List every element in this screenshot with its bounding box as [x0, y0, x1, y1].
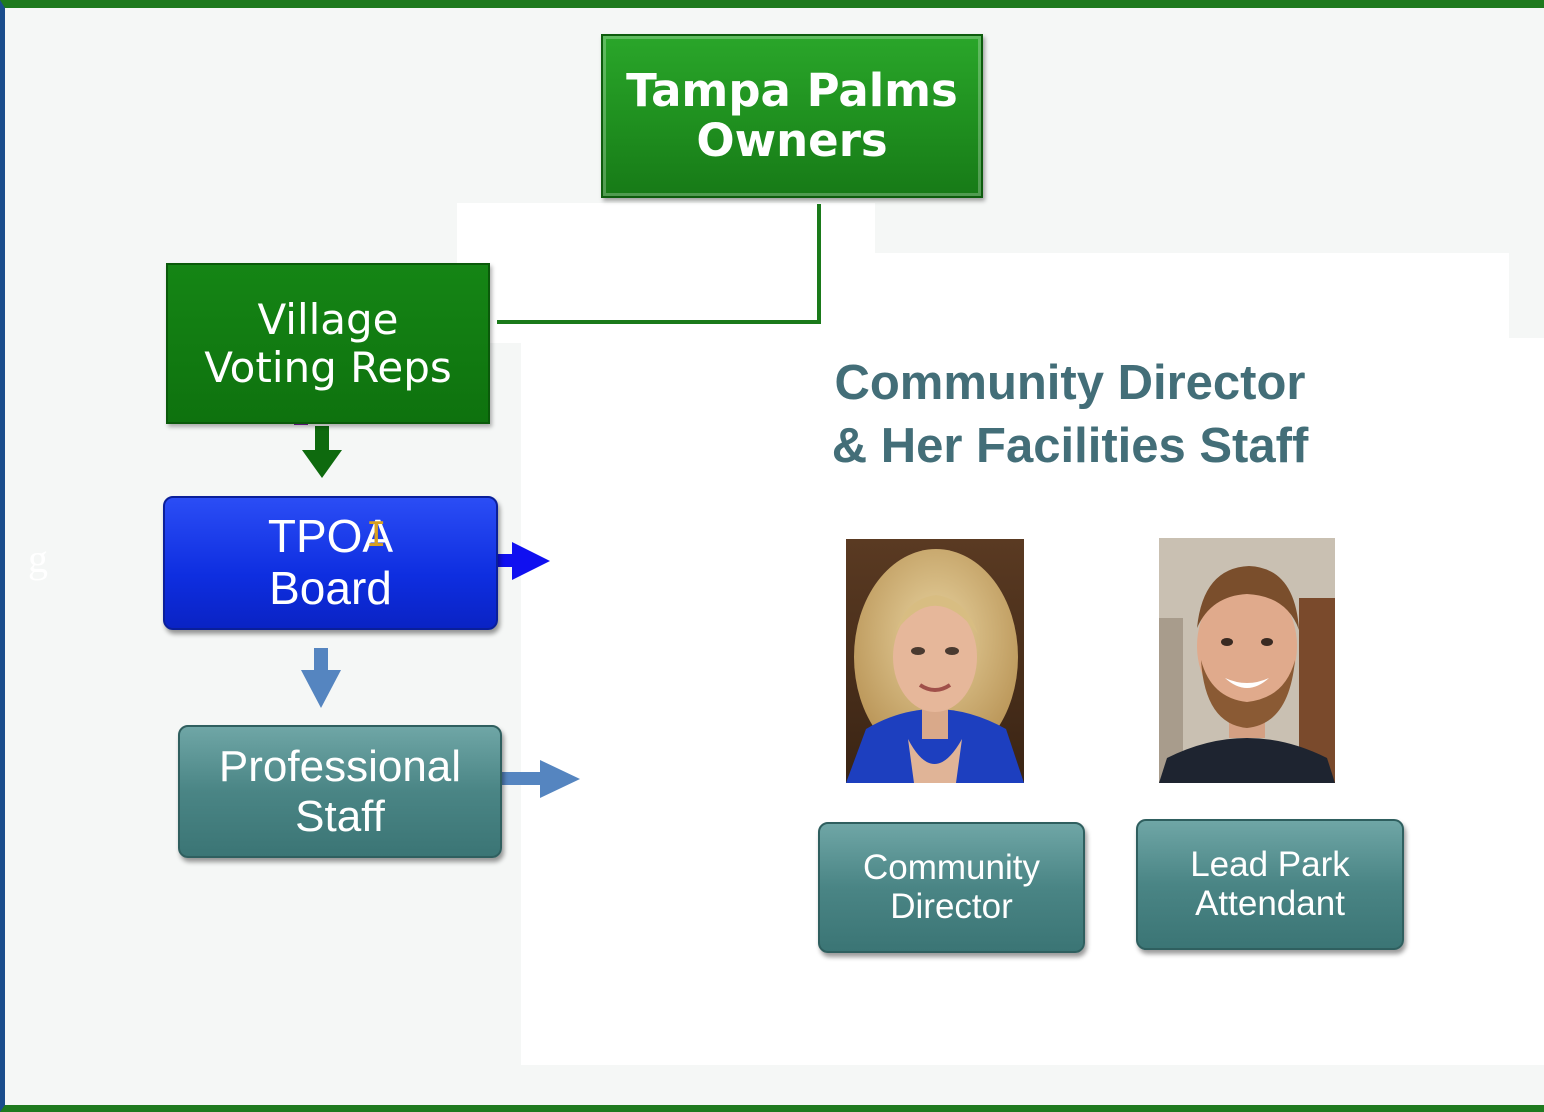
panel-heading: Community Director & Her Facilities Staf… [790, 352, 1350, 478]
board-to-staff-arrow [301, 648, 341, 708]
community-director-box: Community Director [818, 822, 1085, 953]
board-line1: TPOA [267, 510, 394, 563]
role1-line1: Community [863, 848, 1040, 887]
board-line2: Board [269, 562, 392, 614]
reps-line2: Voting Reps [204, 342, 452, 392]
community-director-photo [846, 539, 1024, 783]
lead-park-attendant-photo [1159, 538, 1335, 783]
role2-line2: Attendant [1195, 883, 1345, 923]
role1-line2: Director [890, 886, 1013, 926]
stray-glyph: g [28, 536, 48, 581]
heading-line1: Community Director [834, 356, 1306, 410]
staff-line2: Staff [295, 791, 385, 841]
role2-line1: Lead Park [1190, 845, 1350, 884]
tampa-palms-owners-box: Tampa Palms Owners [601, 34, 983, 198]
professional-staff-box: Professional Staff [178, 725, 502, 858]
owners-line1: Tampa Palms [626, 63, 958, 117]
staff-to-panel-arrow [500, 760, 580, 798]
owners-line2: Owners [696, 114, 888, 167]
reps-to-board-arrow [294, 421, 342, 478]
text-cursor-icon: I [366, 515, 387, 555]
staff-line1: Professional [218, 742, 462, 792]
tpoa-board-box: TPOA Board I [163, 496, 498, 630]
white-panel-right [521, 253, 1509, 343]
village-voting-reps-box: Village Voting Reps [166, 263, 490, 424]
lead-park-attendant-box: Lead Park Attendant [1136, 819, 1404, 950]
heading-line2: & Her Facilities Staff [831, 419, 1309, 473]
reps-line1: Village [257, 295, 399, 345]
owners-to-reps-connector [497, 204, 821, 324]
